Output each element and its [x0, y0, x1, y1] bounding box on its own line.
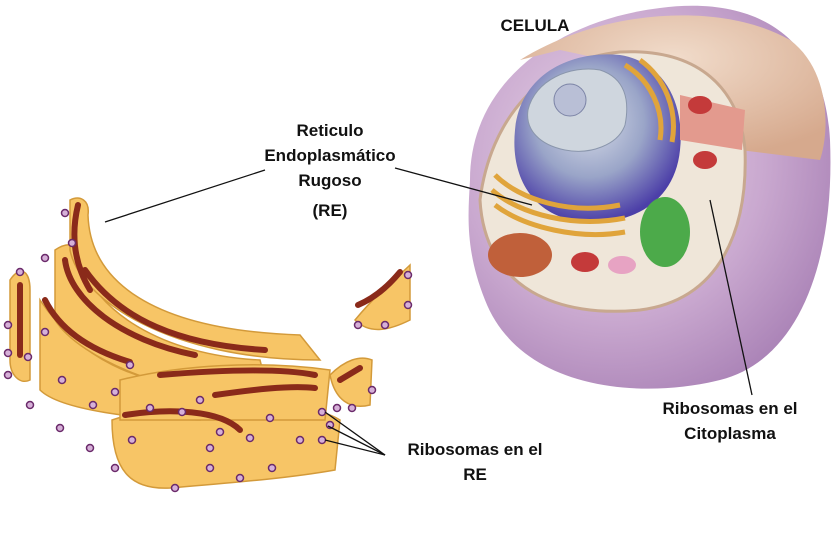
rer-label: Reticulo Endoplasmático Rugoso (RE)	[240, 118, 420, 223]
ribosome-dot	[205, 443, 215, 453]
ribosome-dot	[353, 320, 363, 330]
ribosome-dot	[110, 387, 120, 397]
ribosome-dot	[403, 300, 413, 310]
pointer-line-er-cell	[394, 167, 533, 206]
ribosome-dot	[317, 407, 327, 417]
ribosomes	[3, 208, 413, 493]
ribosome-dot	[3, 370, 13, 380]
pointer-line-ribosome-1	[324, 411, 386, 456]
ribosome-dot	[403, 270, 413, 280]
rer-label-line: Endoplasmático	[264, 146, 396, 165]
pointer-line-ribosome-2	[327, 425, 386, 456]
ribosome-dot	[265, 413, 275, 423]
ribosomes-cytoplasm-label: Ribosomas en el Citoplasma	[640, 396, 820, 446]
ribosome-dot	[3, 348, 13, 358]
rer-label-line: (RE)	[312, 201, 348, 220]
ribosome-dot	[295, 435, 305, 445]
ribosome-dot	[332, 403, 342, 413]
ribosomes-er-label-line: Ribosomas en el	[407, 440, 543, 459]
ribosomes-er-label-line: RE	[463, 465, 487, 484]
ribosome-dot	[367, 385, 377, 395]
rer-label-line: Rugoso	[298, 171, 362, 190]
ribosome-dot	[57, 375, 67, 385]
ribosome-dot	[67, 238, 77, 248]
ribosome-dot	[40, 327, 50, 337]
ribosome-dot	[380, 320, 390, 330]
ribosomes-er-label: Ribosomas en el RE	[385, 437, 565, 487]
pointer-line-er-left	[104, 169, 266, 223]
ribosome-dot	[110, 463, 120, 473]
pointer-lines	[104, 167, 753, 456]
ribosomes-cytoplasm-label-line: Ribosomas en el	[662, 399, 798, 418]
cell-title: CELULA	[500, 16, 570, 35]
ribosome-dot	[23, 352, 33, 362]
er-channels	[17, 202, 403, 433]
ribosome-dot	[15, 267, 25, 277]
ribosome-dot	[55, 423, 65, 433]
ribosome-dot	[245, 433, 255, 443]
ribosome-dot	[235, 473, 245, 483]
ribosome-dot	[125, 360, 135, 370]
ribosome-dot	[60, 208, 70, 218]
animal-cell	[468, 5, 831, 389]
ribosome-dot	[215, 427, 225, 437]
ribosomes-cytoplasm-label-line: Citoplasma	[684, 424, 776, 443]
rer-label-line: Reticulo	[296, 121, 364, 140]
ribosome-dot	[205, 463, 215, 473]
pointer-line-ribosome-3	[324, 439, 386, 456]
ribosome-dot	[145, 403, 155, 413]
pointer-line-cytoplasm	[709, 199, 753, 396]
ribosome-dot	[40, 253, 50, 263]
ribosome-dot	[317, 435, 327, 445]
ribosome-dot	[25, 400, 35, 410]
ribosome-dot	[347, 403, 357, 413]
ribosome-dot	[127, 435, 137, 445]
ribosome-dot	[88, 400, 98, 410]
ribosome-dot	[267, 463, 277, 473]
ribosome-dot	[195, 395, 205, 405]
ribosome-dot	[85, 443, 95, 453]
ribosome-dot	[177, 407, 187, 417]
ribosome-dot	[3, 320, 13, 330]
ribosome-dot	[170, 483, 180, 493]
